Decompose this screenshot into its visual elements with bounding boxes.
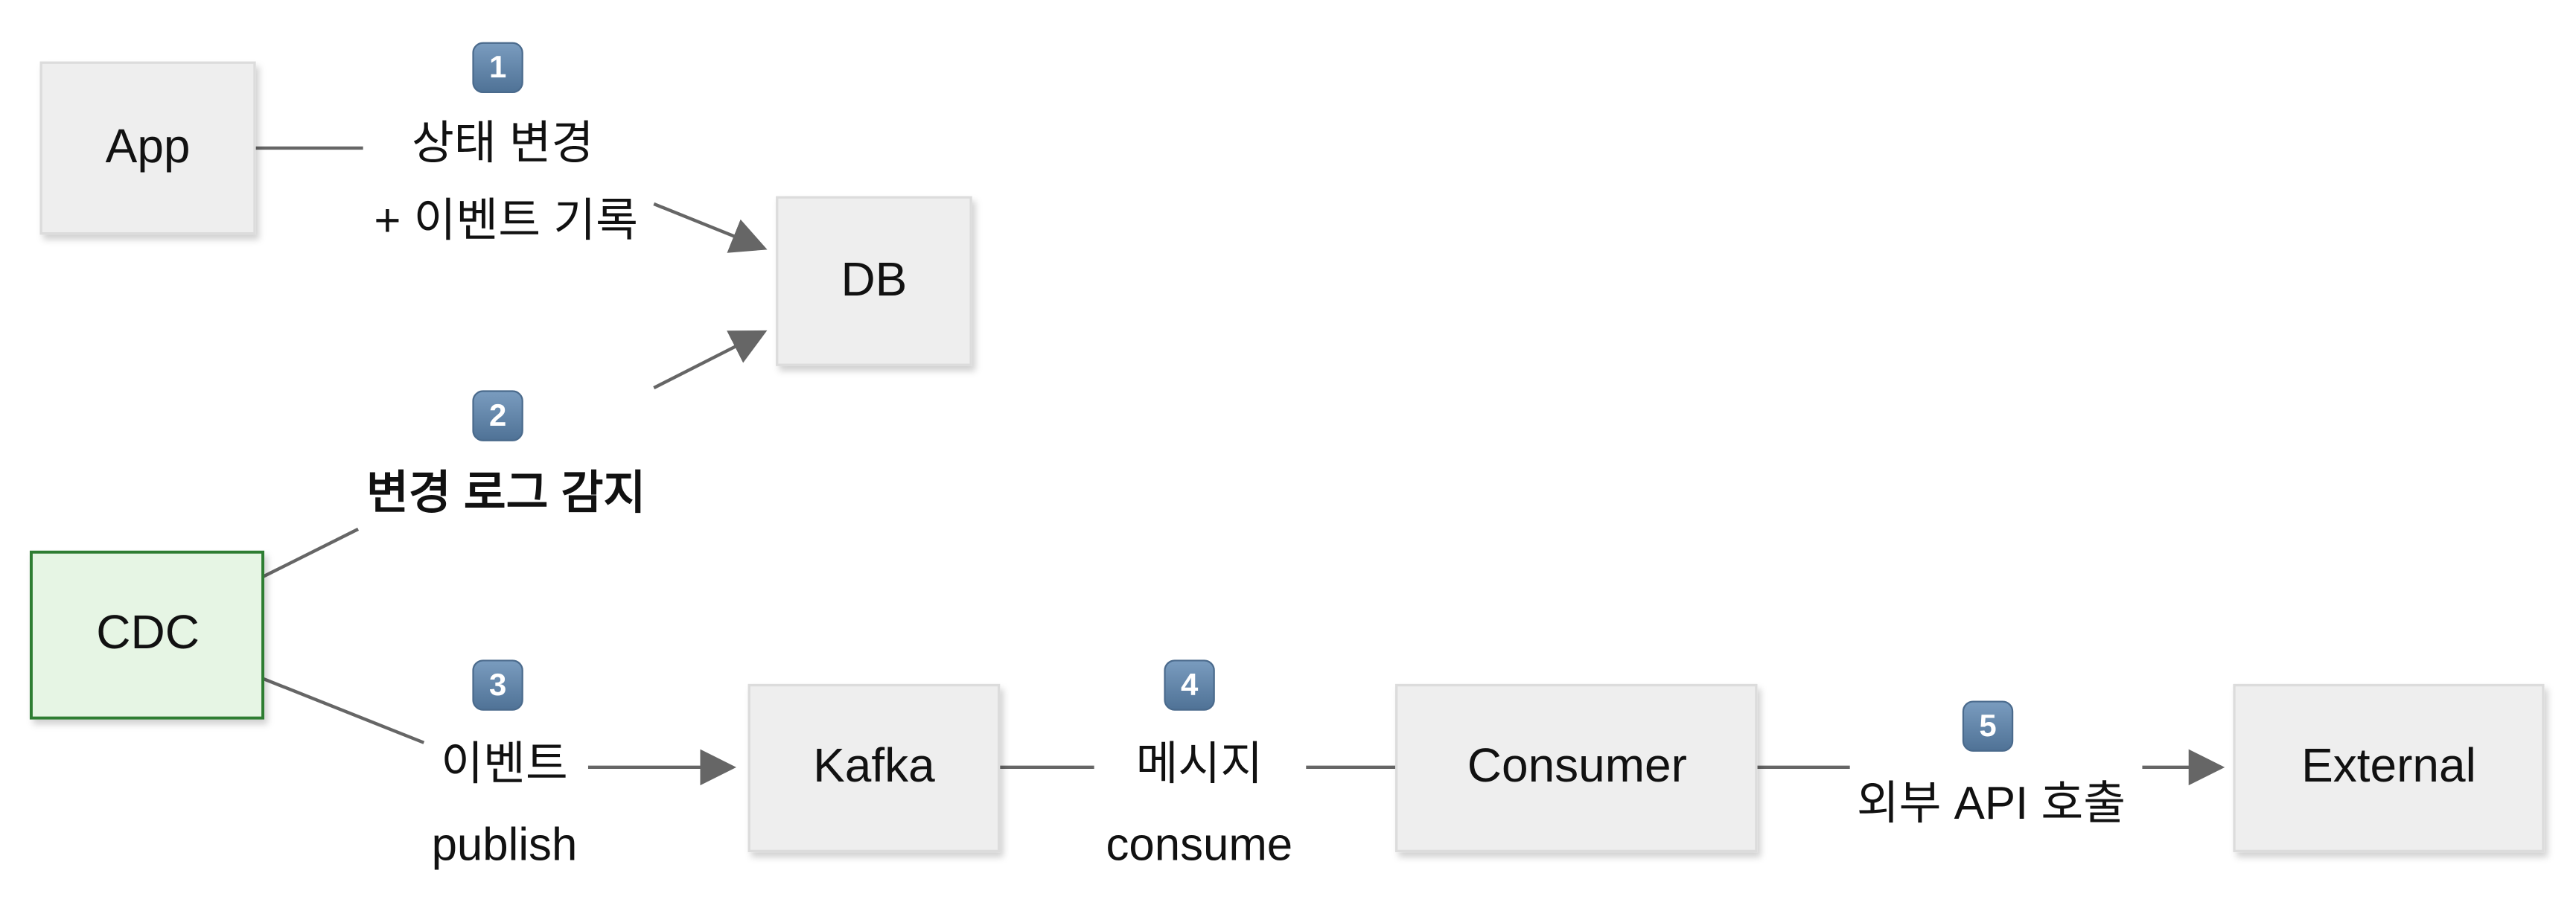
step-4: 4 메시지 consume: [1106, 659, 1293, 870]
svg-text:2: 2: [489, 397, 506, 432]
svg-text:4: 4: [1181, 667, 1199, 702]
edge-cdc-step2: [262, 527, 360, 578]
svg-text:1: 1: [489, 49, 506, 84]
step-3-label-line-2: publish: [432, 819, 578, 870]
edge-step1-db: [653, 202, 768, 253]
step-badge-4: 4: [1164, 659, 1215, 711]
step-1-label-line-1: 상태 변경: [412, 118, 593, 169]
step-badge-1: 1: [472, 42, 523, 94]
step-5-label: 외부 API 호출: [1857, 778, 2126, 829]
edge-cdc-step3: [262, 677, 425, 744]
step-badge-3: 3: [472, 659, 523, 711]
node-kafka-label: Kafka: [813, 738, 935, 792]
node-app: App: [39, 61, 256, 235]
node-db-label: DB: [841, 252, 907, 306]
step-4-label-line-2: consume: [1106, 819, 1293, 870]
node-app-label: App: [106, 119, 191, 173]
node-consumer: Consumer: [1394, 683, 1758, 853]
step-3-label-line-1: 이벤트: [441, 738, 567, 790]
node-consumer-label: Consumer: [1467, 738, 1687, 792]
node-external: External: [2233, 683, 2545, 853]
step-3: 3 이벤트 publish: [432, 659, 578, 870]
step-badge-2: 2: [472, 390, 523, 441]
svg-text:5: 5: [1979, 708, 1996, 743]
step-1-label-line-2: + 이벤트 기록: [374, 195, 638, 246]
step-5: 5 외부 API 호출: [1857, 700, 2126, 829]
node-cdc: CDC: [29, 550, 265, 720]
svg-text:3: 3: [489, 667, 506, 702]
step-2: 2 변경 로그 감지: [366, 390, 645, 519]
edge-step2-db: [653, 330, 768, 390]
edges: [255, 146, 2225, 786]
node-cdc-label: CDC: [96, 605, 200, 659]
node-kafka: Kafka: [747, 683, 1001, 853]
node-db: DB: [776, 196, 972, 366]
step-1: 1 상태 변경 + 이벤트 기록: [374, 42, 638, 246]
node-external-label: External: [2301, 738, 2476, 792]
step-2-label: 변경 로그 감지: [366, 467, 645, 519]
step-4-label-line-1: 메시지: [1136, 738, 1263, 790]
step-badge-5: 5: [1962, 700, 2014, 752]
